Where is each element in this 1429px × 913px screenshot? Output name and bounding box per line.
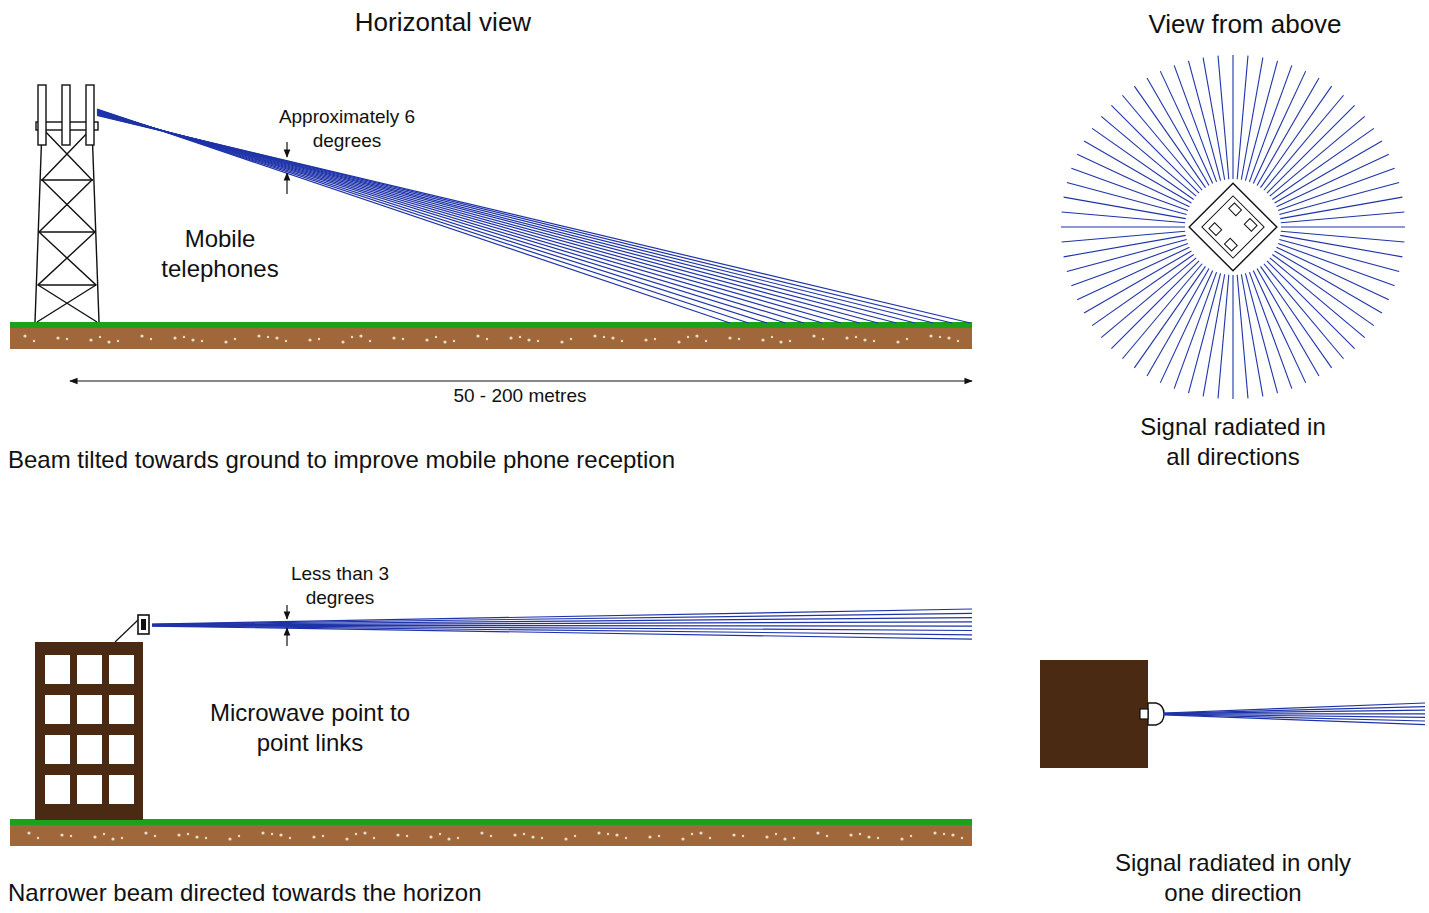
ground (10, 824, 972, 846)
microwave-beam (152, 609, 972, 639)
label-text: Signal radiated in all directions (1128, 412, 1338, 472)
antenna-mast-top (1189, 183, 1277, 271)
label-text: Microwave point to point links (185, 698, 435, 758)
label-text: Mobile telephones (145, 224, 295, 284)
label-text: View from above (1085, 8, 1405, 41)
angle-marker (286, 605, 287, 646)
angle-marker (286, 142, 287, 194)
label-text: Horizontal view (283, 6, 603, 39)
microwave-beam-top (1164, 703, 1425, 725)
ground (10, 327, 972, 349)
label-text: Signal radiated in only one direction (1103, 848, 1363, 908)
ground-texture (23, 334, 963, 840)
label-text: Approximately 6 degrees (272, 105, 422, 153)
dimension-line (70, 380, 972, 381)
grass (10, 819, 972, 825)
tower (35, 85, 99, 322)
grass (10, 322, 972, 328)
radial-beams (1061, 55, 1405, 399)
building (35, 615, 149, 820)
label-text: Narrower beam directed towards the horiz… (8, 878, 482, 908)
label-text: 50 - 200 metres (449, 384, 590, 408)
building-top-view (1040, 660, 1164, 768)
label-text: Less than 3 degrees (275, 562, 405, 610)
tilted-beam (97, 109, 971, 323)
label-text: Beam tilted towards ground to improve mo… (8, 445, 675, 475)
